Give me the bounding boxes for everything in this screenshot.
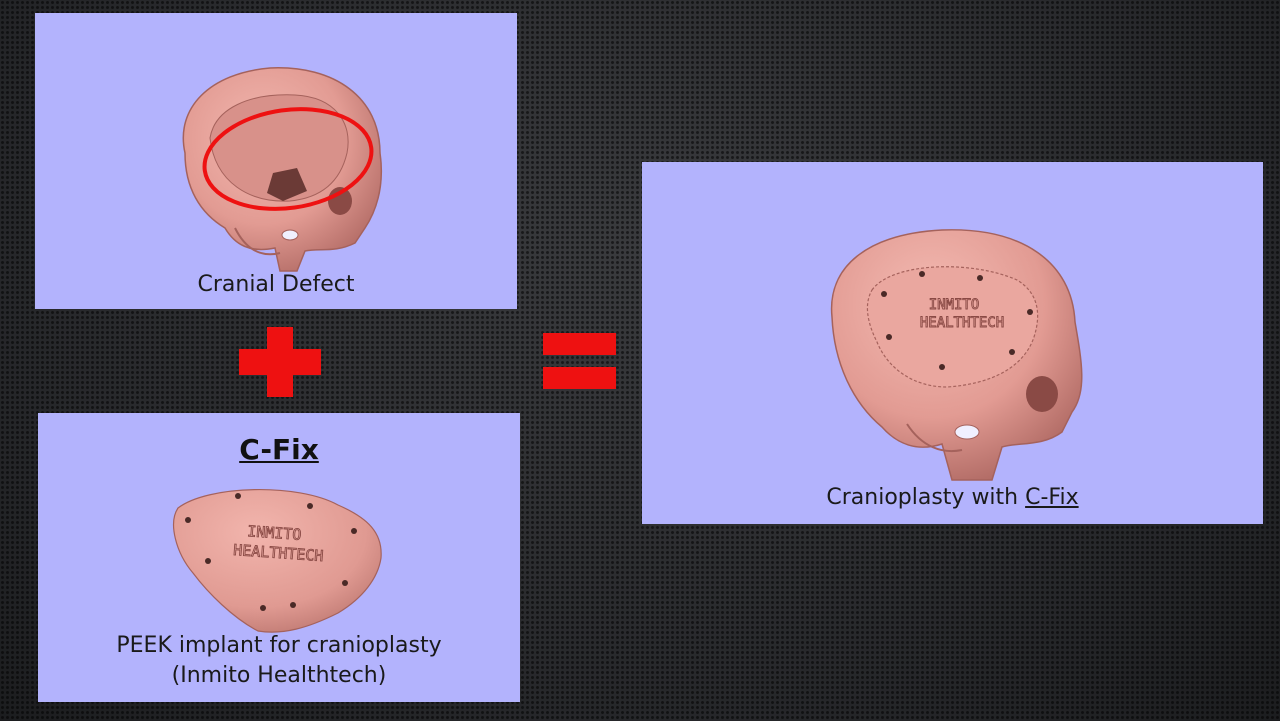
equals-icon <box>543 333 616 389</box>
result-engraving-line2: HEALTHTECH <box>920 315 1004 331</box>
cfix-link-text: C-Fix <box>1025 485 1079 510</box>
skull-with-implant-image: INMITO HEALTHTECH <box>830 229 1083 481</box>
peek-implant-image: INMITO HEALTHTECH <box>173 489 382 633</box>
cranial-defect-panel: Cranial Defect <box>35 13 517 309</box>
cranioplasty-result-panel: INMITO HEALTHTECH Cranioplasty with C-Fi… <box>642 162 1263 524</box>
cfix-title: C-Fix <box>239 433 319 466</box>
cfix-implant-panel: C-Fix INMITO HEALTHTECH PEEK implant for… <box>38 413 520 702</box>
implant-engraving-line1: INMITO <box>247 522 302 544</box>
result-engraving-line1: INMITO <box>929 297 980 313</box>
plus-icon <box>239 327 321 397</box>
cranioplasty-caption: Cranioplasty with C-Fix <box>642 484 1263 512</box>
cfix-caption-line2: (Inmito Healthtech) <box>171 663 387 688</box>
defect-highlight-ring <box>202 107 374 211</box>
cfix-caption-line1: PEEK implant for cranioplasty <box>116 633 442 658</box>
cranial-defect-caption: Cranial Defect <box>197 272 355 297</box>
skull-with-defect-image <box>182 67 383 272</box>
caption-prefix: Cranioplasty with <box>826 485 1026 510</box>
